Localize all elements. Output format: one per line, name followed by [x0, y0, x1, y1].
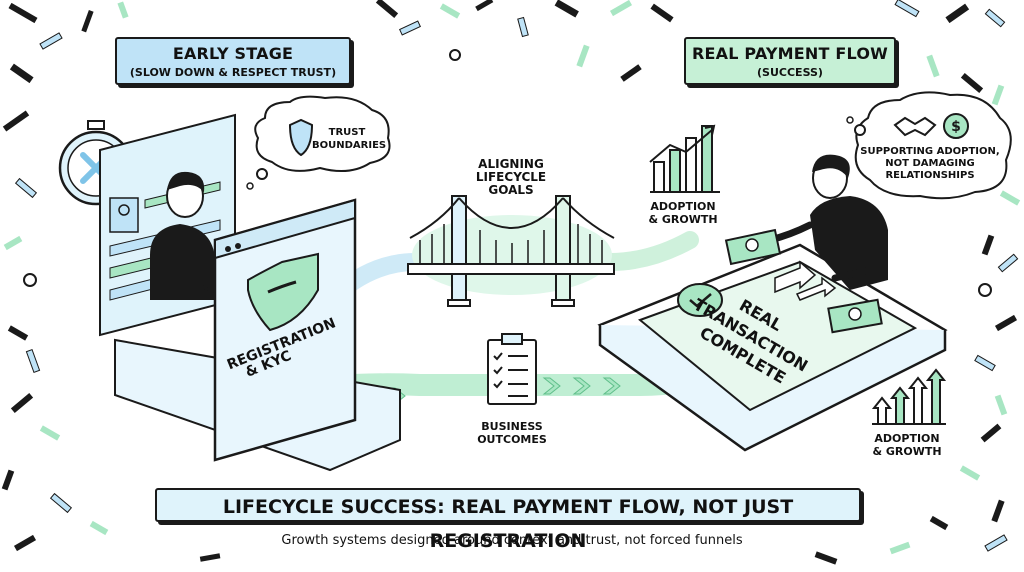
bridge-label-line1: ALIGNING — [478, 157, 544, 171]
registration-kyc-screen: REGISTRATION & KYC — [114, 198, 401, 472]
adoption-top-line1: ADOPTION — [650, 200, 716, 213]
footer-subtitle: Growth systems designed around context a… — [281, 533, 743, 548]
support-line2: NOT DAMAGING — [885, 158, 975, 169]
cash-stack-in-hand-icon — [724, 228, 782, 266]
bridge-label: ALIGNING LIFECYCLE GOALS — [456, 158, 566, 197]
business-outcomes-label: BUSINESS OUTCOMES — [462, 420, 562, 446]
adoption-bottom-line2: & GROWTH — [872, 445, 942, 458]
trust-label-line2: BOUNDARIES — [312, 140, 387, 151]
payment-tablet: REAL TRANSACTION COMPLETE — [597, 243, 948, 452]
flow-path-upper-right — [601, 231, 699, 271]
dollar-coin-icon — [943, 113, 969, 139]
cash-stack-icon — [827, 298, 883, 334]
person-completing-payment — [724, 154, 888, 290]
header-payment-title: REAL PAYMENT FLOW — [691, 44, 889, 63]
bridge-icon — [407, 195, 615, 307]
growth-chart-icon — [649, 124, 720, 193]
business-outcomes-line1: BUSINESS — [481, 420, 543, 433]
header-real-payment-flow: REAL PAYMENT FLOW (SUCCESS) — [684, 37, 896, 85]
header-early-stage-title: EARLY STAGE — [172, 44, 294, 63]
check-icon — [677, 283, 723, 317]
support-line3: RELATIONSHIPS — [885, 170, 975, 181]
support-line1: SUPPORTING ADOPTION, — [860, 146, 1000, 157]
support-adoption-label: SUPPORTING ADOPTION, NOT DAMAGING RELATI… — [860, 146, 1000, 182]
person-at-computer — [150, 171, 231, 300]
handshake-icon — [893, 116, 937, 137]
trust-boundaries-bubble — [246, 95, 391, 190]
bridge-label-line2: LIFECYCLE — [475, 170, 547, 184]
business-outcomes-line2: OUTCOMES — [477, 433, 547, 446]
adoption-growth-label-top: ADOPTION & GROWTH — [638, 200, 728, 226]
adoption-growth-label-bottom: ADOPTION & GROWTH — [862, 432, 952, 458]
header-payment-subtitle: (SUCCESS) — [757, 66, 823, 79]
svg-text:$: $ — [951, 119, 961, 135]
trust-boundaries-label: TRUST BOUNDARIES — [312, 126, 387, 152]
bridge-label-line3: GOALS — [488, 183, 534, 197]
support-adoption-bubble: $ — [846, 91, 1012, 200]
shield-icon — [288, 118, 314, 157]
header-early-stage: EARLY STAGE (SLOW DOWN & RESPECT TRUST) — [115, 37, 351, 85]
header-early-stage-subtitle: (SLOW DOWN & RESPECT TRUST) — [129, 66, 337, 79]
growth-arrows-icon — [871, 368, 947, 425]
adoption-bottom-line1: ADOPTION — [874, 432, 940, 445]
adoption-top-line2: & GROWTH — [648, 213, 718, 226]
trust-label-line1: TRUST — [328, 127, 366, 138]
lifecycle-success-banner: LIFECYCLE SUCCESS: REAL PAYMENT FLOW, NO… — [155, 488, 861, 552]
clipboard-checklist-icon — [487, 333, 537, 405]
